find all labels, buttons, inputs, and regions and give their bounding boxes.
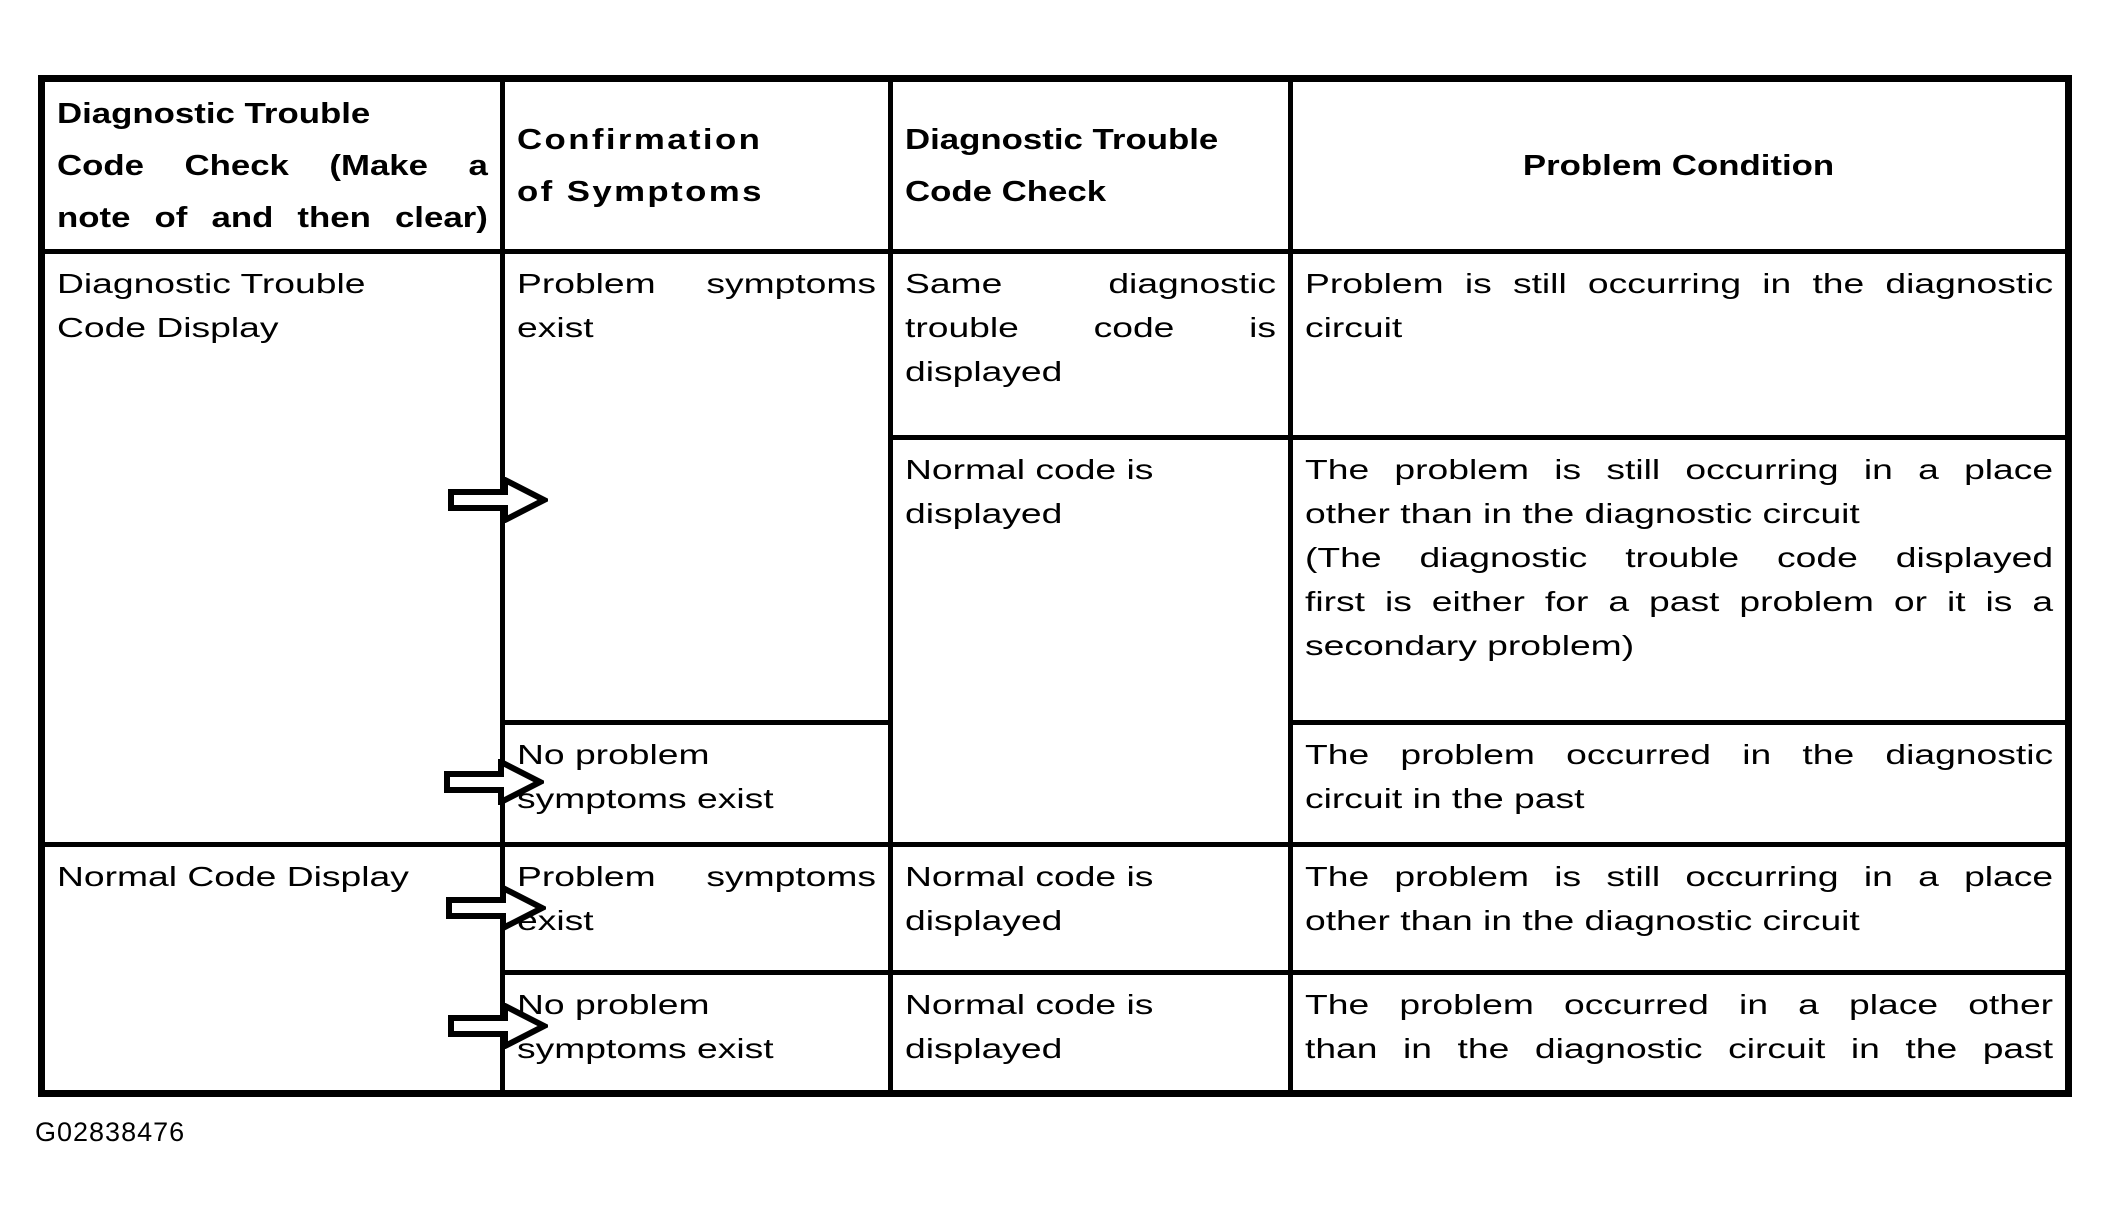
cell-condition-other-place-secondary: The problem is still occurring in a plac… bbox=[1293, 440, 2065, 725]
cell-text-line: of Symptoms bbox=[517, 175, 764, 208]
cell-text-line: circuit bbox=[1305, 312, 1403, 343]
flow-right-arrow-icon bbox=[448, 477, 548, 523]
cell-no-problem-symptoms-r5: No problem symptoms exist bbox=[505, 975, 893, 1090]
cell-text-line: Problem symptoms bbox=[517, 861, 877, 892]
cell-text-line: Same diagnostic bbox=[905, 268, 1277, 299]
cell-condition-still-occurring-circuit: Problem is still occurring in the diagno… bbox=[1293, 254, 2065, 440]
header-confirmation-of-symptoms: Confirmation of Symptoms bbox=[505, 82, 893, 254]
header-problem-condition: Problem Condition bbox=[1293, 82, 2065, 254]
cell-text-line: other than in the diagnostic circuit bbox=[1305, 498, 1860, 529]
flow-right-arrow-icon bbox=[448, 1003, 548, 1049]
cell-condition-occurred-other-place-past: The problem occurred in a place other tha… bbox=[1293, 975, 2065, 1090]
cell-condition-occurred-past: The problem occurred in the diagnostic ci… bbox=[1293, 725, 2065, 847]
cell-normal-code-displayed-r23: Normal code is displayed bbox=[893, 440, 1293, 847]
cell-text-line: Code Check bbox=[905, 175, 1107, 208]
cell-problem-symptoms-exist-r4: Problem symptoms exist bbox=[505, 847, 893, 975]
cell-text-line: than in the diagnostic circuit in the pa… bbox=[1305, 1033, 2054, 1064]
cell-text-line: No problem bbox=[517, 989, 710, 1020]
cell-text-line: The problem occurred in a place other bbox=[1305, 989, 2054, 1020]
cell-text-line: Normal code is bbox=[905, 861, 1154, 892]
cell-text-line: trouble code is bbox=[905, 312, 1277, 343]
cell-text-line: exist bbox=[517, 905, 594, 936]
cell-normal-code-display-group: Normal Code Display bbox=[45, 847, 505, 1090]
cell-text-line: No problem bbox=[517, 739, 710, 770]
cell-no-problem-symptoms-r3: No problem symptoms exist bbox=[505, 725, 893, 847]
cell-text-line: The problem occurred in the diagnostic bbox=[1305, 739, 2054, 770]
cell-text-line: (The diagnostic trouble code displayed bbox=[1305, 542, 2054, 573]
cell-text-line: displayed bbox=[905, 498, 1063, 529]
cell-text-line: Problem is still occurring in the diagno… bbox=[1305, 268, 2054, 299]
cell-text-line: displayed bbox=[905, 905, 1063, 936]
cell-text-line: first is either for a past problem or it… bbox=[1305, 586, 2054, 617]
cell-text-line: Normal code is bbox=[905, 989, 1154, 1020]
cell-text-line: symptoms exist bbox=[517, 1033, 774, 1064]
cell-text-line: Code Check (Make a bbox=[57, 149, 488, 182]
flow-right-arrow-icon bbox=[444, 759, 544, 805]
cell-problem-symptoms-exist-r1: Problem symptoms exist bbox=[505, 254, 893, 725]
cell-text-line: displayed bbox=[905, 1033, 1063, 1064]
cell-text-line: Code Display bbox=[57, 312, 279, 343]
cell-text-line: displayed bbox=[905, 356, 1063, 387]
cell-text-line: The problem is still occurring in a plac… bbox=[1305, 861, 2054, 892]
figure-id-caption: G02838476 bbox=[35, 1117, 186, 1147]
cell-text-line: Diagnostic Trouble bbox=[905, 123, 1219, 156]
cell-text-line: symptoms exist bbox=[517, 783, 774, 814]
cell-text-line: secondary problem) bbox=[1305, 630, 1635, 661]
cell-text-line: Normal code is bbox=[905, 454, 1154, 485]
cell-text-line: Normal Code Display bbox=[57, 861, 409, 892]
cell-text-line: The problem is still occurring in a plac… bbox=[1305, 454, 2054, 485]
flow-right-arrow-icon bbox=[446, 885, 546, 931]
cell-text-line: Problem symptoms bbox=[517, 268, 877, 299]
cell-normal-code-displayed-r4: Normal code is displayed bbox=[893, 847, 1293, 975]
cell-same-dtc-displayed: Same diagnostic trouble code is displayed bbox=[893, 254, 1293, 440]
cell-text-line: Diagnostic Trouble bbox=[57, 268, 366, 299]
cell-text-line: exist bbox=[517, 312, 594, 343]
cell-text-line: note of and then clear) bbox=[57, 201, 488, 234]
cell-text-line: Diagnostic Trouble bbox=[57, 97, 371, 130]
cell-text-line: Confirmation bbox=[517, 123, 763, 156]
cell-text-line: circuit in the past bbox=[1305, 783, 1585, 814]
cell-normal-code-displayed-r5: Normal code is displayed bbox=[893, 975, 1293, 1090]
cell-condition-still-other-place: The problem is still occurring in a plac… bbox=[1293, 847, 2065, 975]
cell-text-line: other than in the diagnostic circuit bbox=[1305, 905, 1860, 936]
cell-text-line: Problem Condition bbox=[1523, 149, 1835, 182]
